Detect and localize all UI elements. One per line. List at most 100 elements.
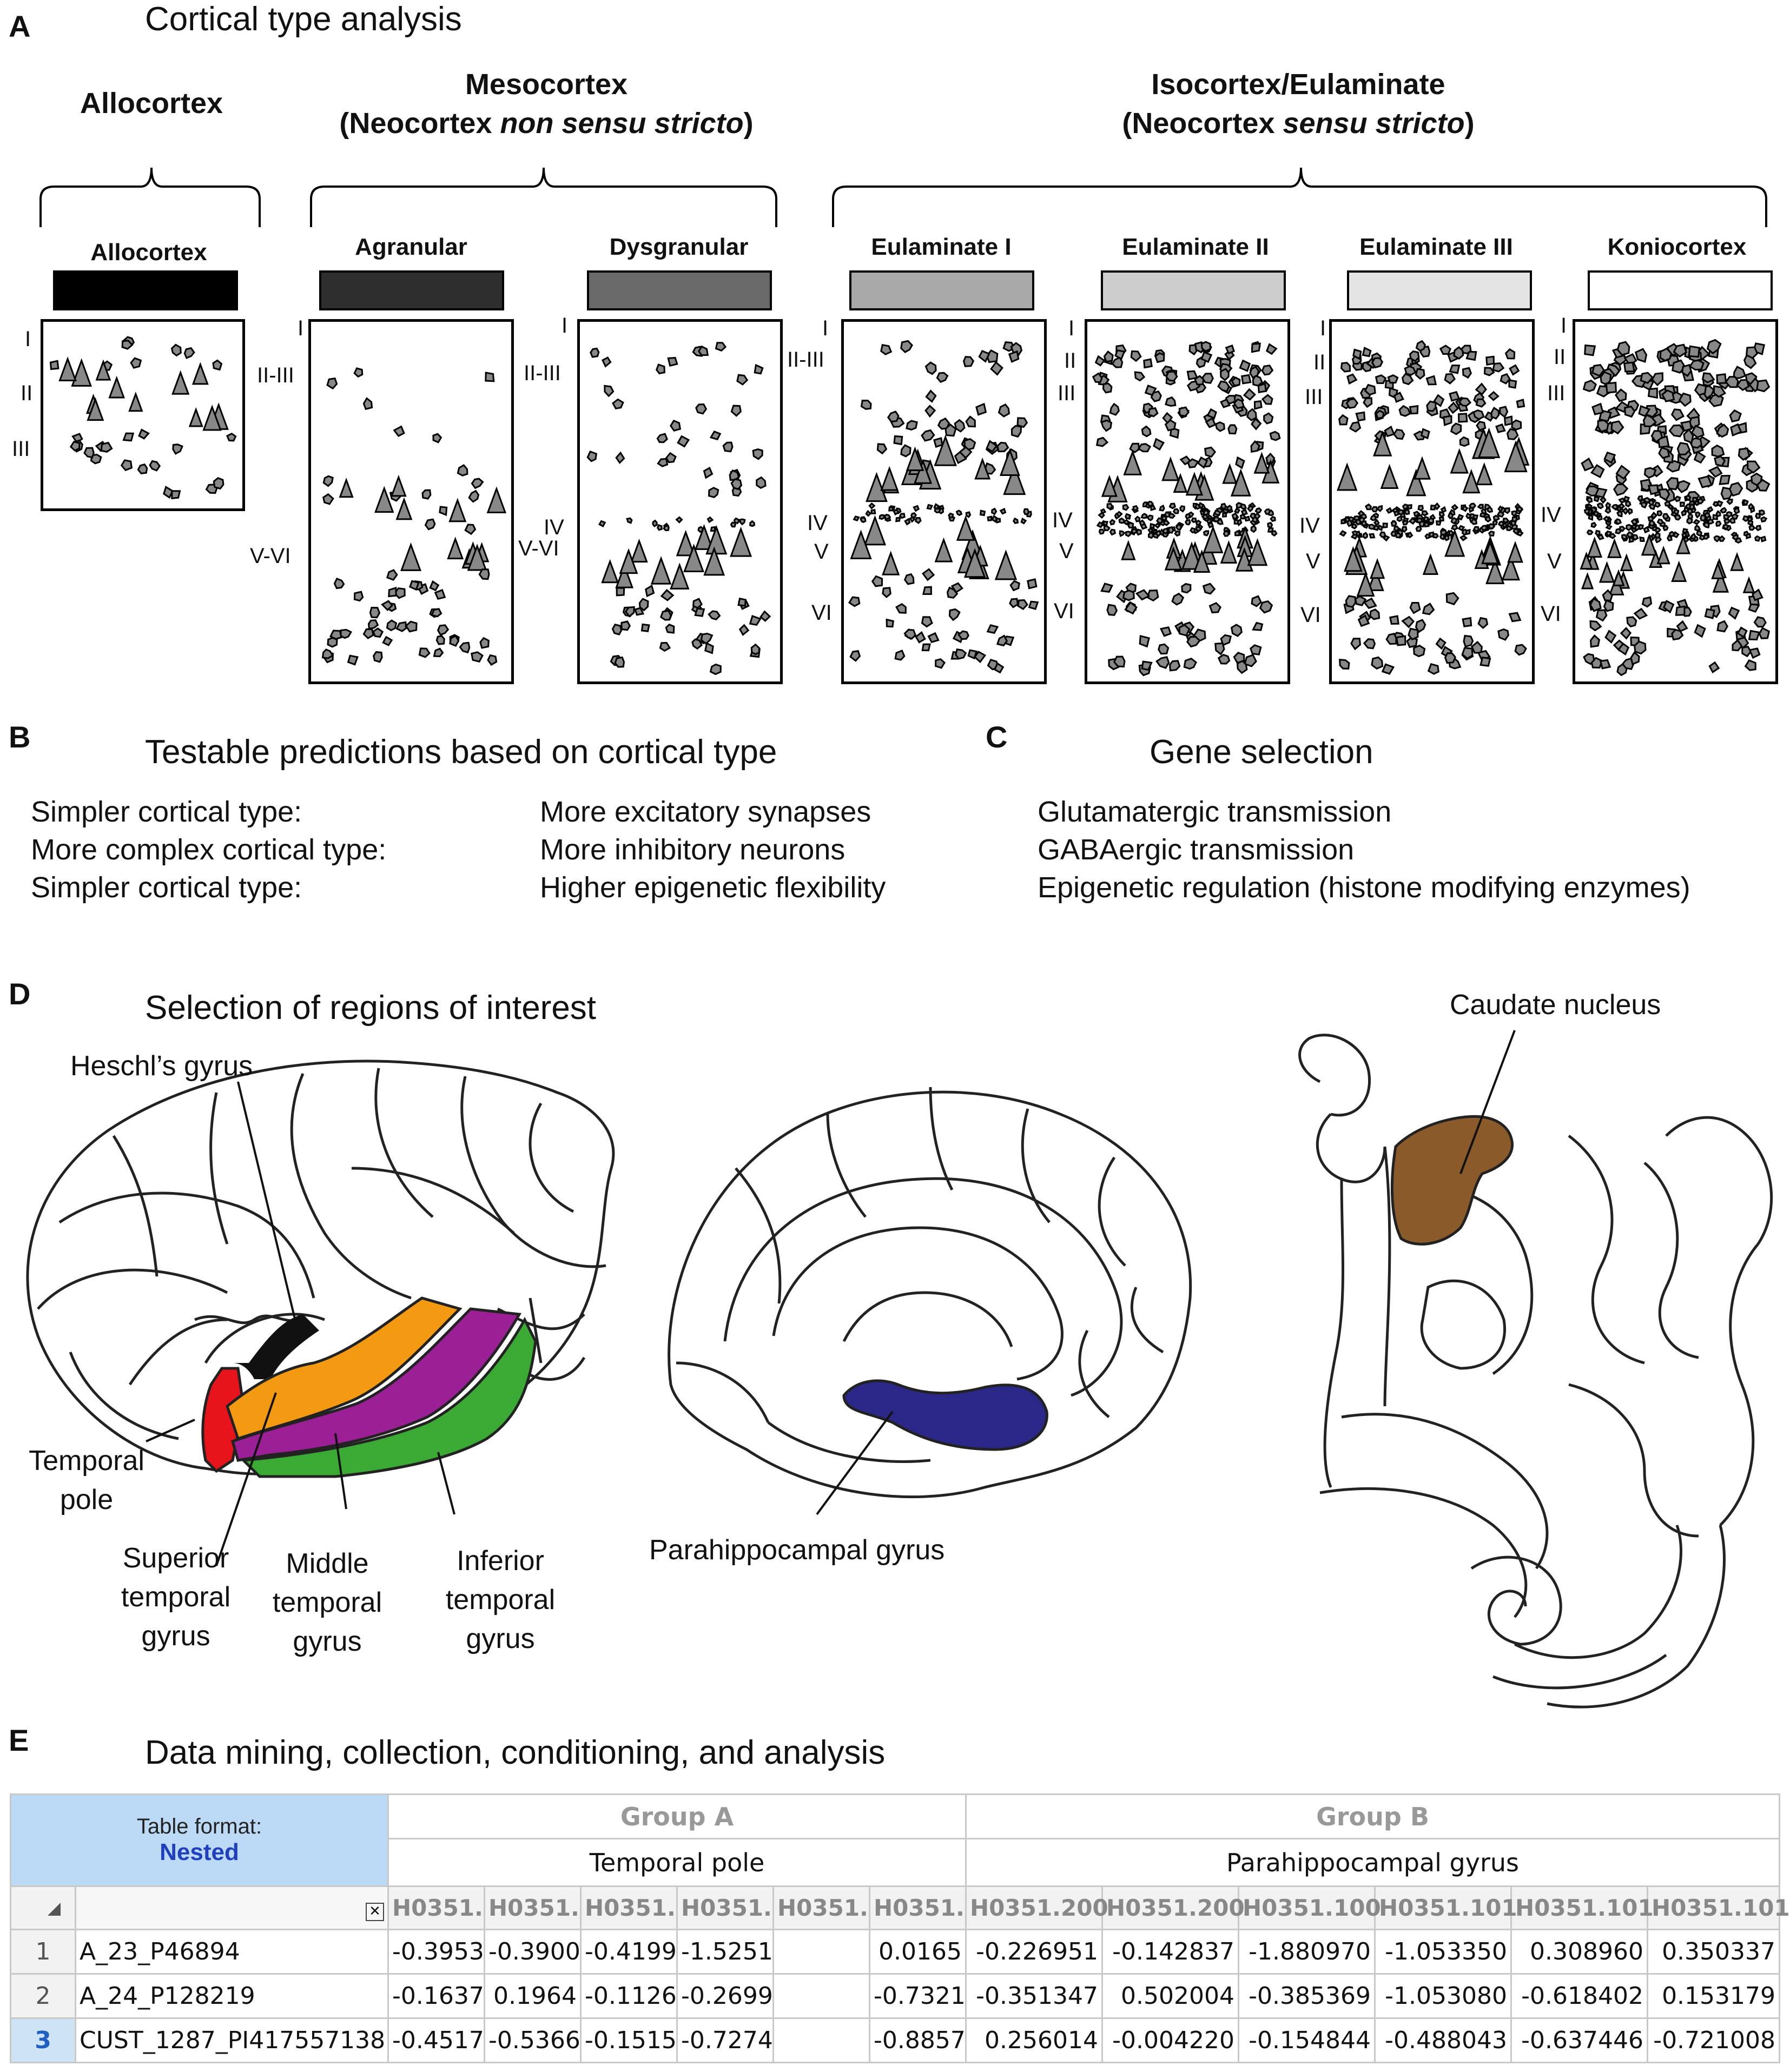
granule-neuron — [954, 419, 966, 433]
value-cell[interactable] — [772, 1929, 870, 1975]
granule-neuron — [1746, 533, 1752, 540]
probe-id-cell[interactable]: A_23_P46894 — [75, 1929, 389, 1975]
value-cell[interactable]: -1.880970 — [1238, 1929, 1376, 1975]
granule-neuron — [1672, 531, 1680, 539]
granule-neuron — [340, 628, 353, 639]
value-cell[interactable]: 0.1964 — [484, 1973, 582, 2019]
value-cell[interactable]: -0.142837 — [1101, 1929, 1239, 1975]
value-cell[interactable]: -0.351347 — [965, 1973, 1103, 2019]
granule-neuron — [1432, 394, 1445, 407]
value-cell[interactable]: 0.153179 — [1646, 1973, 1781, 2019]
granule-neuron — [1415, 340, 1426, 352]
value-cell[interactable]: -0.7321 — [869, 1973, 967, 2019]
table-row[interactable]: 1 A_23_P46894 -0.3953 -0.3900 -0.4199 -1… — [10, 1929, 1781, 1975]
value-cell[interactable]: -0.3900 — [484, 1929, 582, 1975]
value-cell[interactable]: 0.256014 — [965, 2017, 1103, 2063]
table-format-cell[interactable]: Table format: Nested — [10, 1793, 389, 1887]
close-icon[interactable]: ✕ — [366, 1903, 384, 1921]
row-number[interactable]: 1 — [10, 1929, 76, 1975]
granule-neuron — [1103, 524, 1111, 531]
group-b-header[interactable]: Group B — [965, 1793, 1781, 1839]
pyramidal-neuron — [1344, 546, 1363, 572]
value-cell[interactable]: -0.618402 — [1510, 1973, 1648, 2019]
group-a-subheader[interactable]: Temporal pole — [387, 1838, 967, 1887]
granule-neuron — [1111, 356, 1124, 368]
pyramidal-neuron — [1101, 474, 1118, 497]
pyramidal-neuron — [1581, 572, 1594, 590]
value-cell[interactable]: -0.7274 — [676, 2017, 774, 2063]
value-cell[interactable]: -0.2699 — [676, 1973, 774, 2019]
group-a-header[interactable]: Group A — [387, 1793, 967, 1839]
column-name-koniocortex: Koniocortex — [1607, 234, 1747, 260]
column-header[interactable]: H0351.100 — [1238, 1885, 1381, 1930]
row-number[interactable]: 2 — [10, 1973, 76, 2019]
value-cell[interactable] — [772, 2017, 870, 2063]
value-cell[interactable]: 0.502004 — [1101, 1973, 1239, 2019]
value-cell[interactable]: -1.053080 — [1374, 1973, 1512, 2019]
column-header[interactable]: H0351. — [869, 1885, 967, 1930]
value-cell[interactable]: -0.004220 — [1101, 2017, 1239, 2063]
pyramidal-neuron — [1406, 468, 1426, 497]
value-cell[interactable]: -0.8857 — [869, 2017, 967, 2063]
column-header[interactable]: H0351. — [772, 1885, 870, 1930]
allocortex-group-heading: Allocortex — [80, 87, 223, 120]
column-header[interactable]: H0351.101 — [1374, 1885, 1517, 1930]
value-cell[interactable]: -0.5366 — [484, 2017, 582, 2063]
table-row[interactable]: 3 CUST_1287_PI417557138 -0.4517 -0.5366 … — [10, 2017, 1781, 2063]
value-cell[interactable]: 0.350337 — [1646, 1929, 1781, 1975]
panel-a-letter: A — [9, 9, 31, 43]
value-cell[interactable]: -0.1637 — [387, 1973, 485, 2019]
value-cell[interactable]: -0.3953 — [387, 1929, 485, 1975]
value-cell[interactable]: -1.053350 — [1374, 1929, 1512, 1975]
column-title-cell[interactable]: ✕ — [75, 1885, 389, 1930]
column-header[interactable]: H0351. — [580, 1885, 678, 1930]
value-cell[interactable]: -0.637446 — [1510, 2017, 1648, 2063]
value-cell[interactable]: 0.308960 — [1510, 1929, 1648, 1975]
granule-neuron — [933, 503, 940, 510]
value-cell[interactable]: -0.385369 — [1238, 1973, 1376, 2019]
value-cell[interactable]: -0.154844 — [1238, 2017, 1376, 2063]
granule-neuron — [895, 603, 907, 614]
granule-neuron — [1220, 634, 1232, 646]
granule-neuron — [1611, 504, 1619, 510]
value-cell[interactable] — [772, 1973, 870, 2019]
layer-label: II — [1313, 350, 1326, 374]
granule-neuron — [900, 444, 911, 458]
column-header[interactable]: H0351.101 — [1510, 1885, 1654, 1930]
granule-neuron — [1382, 522, 1388, 528]
column-header[interactable]: H0351. — [387, 1885, 485, 1930]
value-cell[interactable]: -0.4517 — [387, 2017, 485, 2063]
column-header[interactable]: H0351. — [484, 1885, 582, 1930]
column-header[interactable]: H0351.101 — [1646, 1885, 1790, 1930]
granule-neuron — [1602, 515, 1610, 522]
value-cell[interactable]: -0.1126 — [580, 1973, 678, 2019]
granule-neuron — [1472, 409, 1485, 420]
pyramidal-neuron — [1220, 540, 1238, 564]
caudate-nucleus-region — [1390, 1115, 1514, 1246]
corner-select-cell[interactable] — [10, 1885, 76, 1930]
value-cell[interactable]: 0.0165 — [869, 1929, 967, 1975]
value-cell[interactable]: -0.488043 — [1374, 2017, 1512, 2063]
layer-label: V-VI — [250, 544, 291, 568]
column-header[interactable]: H0351.200 — [965, 1885, 1108, 1930]
granule-neuron — [1358, 517, 1365, 524]
granule-neuron — [1129, 442, 1140, 454]
pyramidal-neuron — [694, 524, 714, 550]
value-cell[interactable]: -1.5251 — [676, 1929, 774, 1975]
panel-e-title: Data mining, collection, conditioning, a… — [145, 1734, 886, 1771]
value-cell[interactable]: -0.1515 — [580, 2017, 678, 2063]
value-cell[interactable]: -0.226951 — [965, 1929, 1103, 1975]
granule-neuron — [1265, 343, 1278, 355]
table-row[interactable]: 2 A_24_P128219 -0.1637 0.1964 -0.1126 -0… — [10, 1973, 1781, 2019]
granule-neuron — [1371, 506, 1378, 513]
value-cell[interactable]: -0.4199 — [580, 1929, 678, 1975]
group-b-subheader[interactable]: Parahippocampal gyrus — [965, 1838, 1781, 1887]
column-header[interactable]: H0351. — [676, 1885, 774, 1930]
row-number[interactable]: 3 — [10, 2017, 76, 2063]
column-header[interactable]: H0351.200 — [1101, 1885, 1245, 1930]
granule-neuron — [1704, 608, 1715, 619]
probe-id-cell[interactable]: A_24_P128219 — [75, 1973, 389, 2019]
value-cell[interactable]: -0.721008 — [1646, 2017, 1781, 2063]
probe-id-cell[interactable]: CUST_1287_PI417557138 — [75, 2017, 389, 2063]
granule-neuron — [333, 577, 345, 590]
